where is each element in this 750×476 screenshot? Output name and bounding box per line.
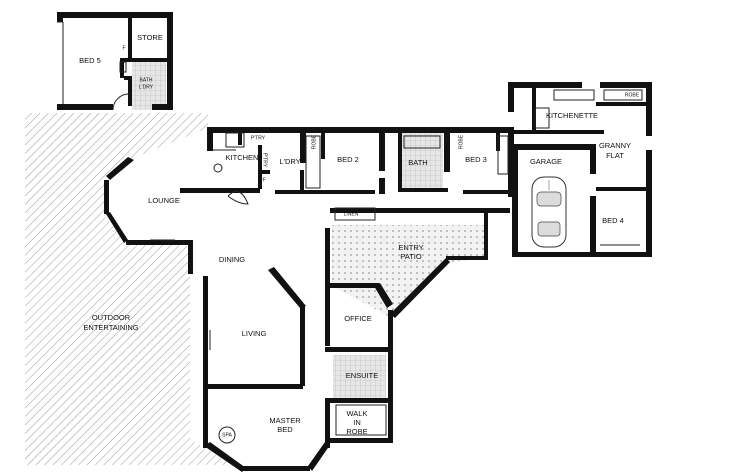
label-bed2: BED 2 [337,155,359,164]
label-robe-flat: ROBE [625,92,640,98]
label-bed3: BED 3 [465,155,487,164]
label-kitchenette: KITCHENETTE [546,111,598,120]
label-laundry: L'DRY [279,157,300,166]
label-bed5: BED 5 [79,56,101,65]
label-living: LIVING [242,329,267,338]
label-robe-bed2: ROBE [311,134,317,149]
label-ptry-top: P'TRY [251,135,266,141]
car-icon [531,176,567,248]
entry-patio-area [332,225,484,316]
label-kitchen: KITCHEN [226,153,259,162]
label-entry: ENTRY [398,243,423,252]
label-outdoor: OUTDOOR [92,313,131,322]
label-fridge-1: F [122,45,125,51]
label-patio: PATIO [400,252,422,261]
walls [57,12,652,472]
label-bath: BATH [408,158,427,167]
ensuite-tiles [333,355,386,401]
room-labels: BED 5 STORE BATH L'DRY F KITCHEN P'TRY P… [79,33,640,438]
bath-ldry-tiles [132,62,166,110]
fixtures [57,21,643,444]
label-ensuite: ENSUITE [346,371,379,380]
label-linen: LINEN [344,211,359,217]
bath-tiles [401,133,443,189]
label-bath-ldry-1: BATH [140,77,153,83]
label-robe-bath: ROBE [458,134,464,149]
label-granny: GRANNY [599,141,631,150]
label-store: STORE [137,33,163,42]
label-entertaining: ENTERTAINING [83,323,138,332]
label-robe-wir: ROBE [346,427,367,436]
label-walk: WALK [347,409,368,418]
label-ptry-side: P'TRY [262,153,268,168]
label-bed4: BED 4 [602,216,624,225]
label-fridge-2: F [262,177,265,183]
label-dining: DINING [219,255,245,264]
outdoor-entertaining-area [25,113,238,465]
label-flat: FLAT [606,151,624,160]
label-bath-ldry-2: L'DRY [139,84,154,90]
label-in: IN [353,418,361,427]
label-garage: GARAGE [530,157,562,166]
label-master-bed: BED [277,425,293,434]
label-master: MASTER [269,416,301,425]
label-spa: SPA [222,432,232,438]
label-office: OFFICE [344,314,372,323]
label-lounge: LOUNGE [148,196,180,205]
